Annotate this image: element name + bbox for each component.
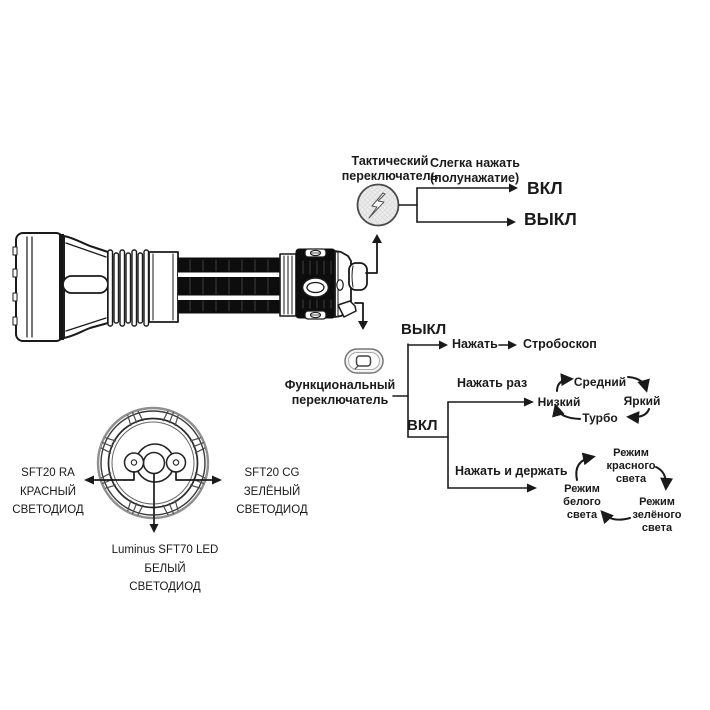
side-switch-oval	[301, 277, 330, 298]
tactical-switch-label: Тактический переключатель	[341, 154, 439, 183]
press-action-label: Нажать	[452, 337, 498, 351]
red-mode-label: Режим красного света	[606, 447, 656, 486]
green-led-label: SFT20 CG ЗЕЛЁНЫЙ СВЕТОДИОД	[236, 467, 308, 516]
half-press-label: Слегка нажать (полунажатие)	[430, 156, 520, 185]
press-once-label: Нажать раз	[457, 376, 528, 390]
white-mode-label: Режим белого света	[563, 483, 601, 522]
white-led-label: Luminus SFT70 LED БЕЛЫЙ СВЕТОДИОД	[111, 544, 219, 593]
functional-switch-label: Функциональный переключатель	[284, 378, 396, 407]
tail-section	[334, 250, 368, 318]
mode-medium-label: Средний	[573, 375, 627, 389]
tactical-switch-icon	[356, 183, 400, 227]
white-led	[142, 451, 166, 475]
red-led	[123, 452, 145, 473]
callout-arrows	[354, 234, 382, 330]
mode-low-label: Низкий	[537, 395, 581, 409]
cooling-fins	[107, 249, 150, 327]
tactical-off-label: ВЫКЛ	[524, 209, 577, 229]
led-head-view	[84, 406, 222, 533]
red-led-label: SFT20 RA КРАСНЫЙ СВЕТОДИОД	[12, 467, 84, 516]
state-on-label: ВКЛ	[407, 417, 438, 434]
state-off-label: ВЫКЛ	[401, 321, 447, 338]
led-pointer-arrows	[84, 471, 222, 533]
tactical-branch-lines	[398, 183, 518, 227]
brightness-cycle-arrows	[552, 373, 650, 425]
battery-tube	[177, 257, 281, 314]
color-cycle-arrows	[575, 452, 674, 525]
flashlight-illustration	[12, 232, 368, 342]
switch-housing	[295, 248, 336, 320]
rear-tactical-button	[348, 262, 368, 291]
press-hold-label: Нажать и держать	[455, 464, 568, 478]
tactical-on-label: ВКЛ	[527, 178, 563, 198]
mode-high-label: Яркий	[623, 394, 661, 408]
functional-switch-icon	[344, 348, 384, 374]
functional-branch-lines	[392, 340, 537, 493]
green-mode-label: Режим зелёного света	[632, 496, 682, 535]
green-led	[165, 452, 187, 473]
strobe-label: Стробоскоп	[523, 337, 597, 351]
bezel-crenellation	[12, 246, 18, 326]
lightning-bolt-icon	[368, 192, 386, 219]
mode-button-icon	[355, 355, 372, 367]
mode-turbo-label: Турбо	[582, 411, 618, 425]
